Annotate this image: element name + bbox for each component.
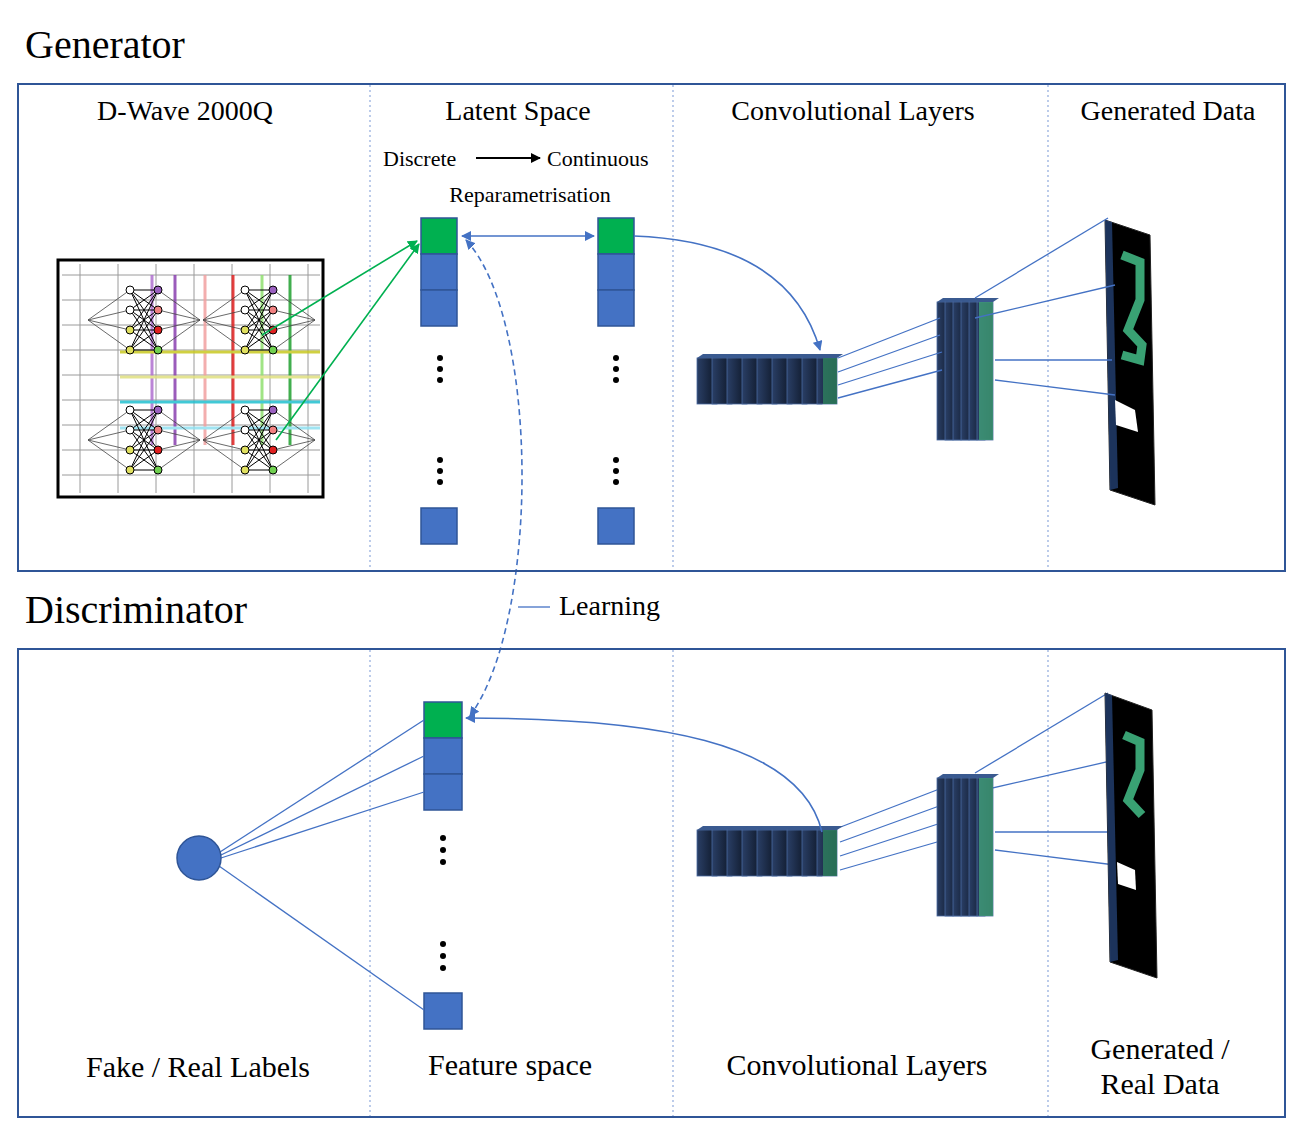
column-dividers bbox=[370, 85, 1048, 1116]
sample-arrow bbox=[262, 241, 417, 335]
text-label: Generated / Real Data bbox=[1065, 1032, 1255, 1101]
text-label: Learning bbox=[557, 590, 662, 622]
ellipsis-dots bbox=[437, 355, 619, 971]
text-label: Fake / Real Labels bbox=[86, 1050, 310, 1085]
output-lines bbox=[219, 720, 424, 1010]
text-label: Latent Space bbox=[445, 95, 590, 127]
text-label: Feature space bbox=[428, 1048, 592, 1083]
conv-block bbox=[697, 693, 1157, 978]
feature-vector bbox=[424, 702, 462, 1029]
latent-vector bbox=[421, 218, 634, 544]
conv-connectors bbox=[838, 218, 1115, 870]
learning-arrow bbox=[466, 240, 522, 716]
panel-box: Generator bbox=[17, 83, 1286, 572]
feature-arrow bbox=[466, 718, 822, 832]
text-label: Convolutional Layers bbox=[727, 1048, 988, 1083]
text-label: Continuous bbox=[547, 146, 648, 171]
input-arrow bbox=[634, 236, 820, 350]
discrete-arrow bbox=[476, 157, 540, 159]
leader-line bbox=[518, 606, 550, 607]
conv-block bbox=[697, 220, 1155, 505]
panel-title: Discriminator bbox=[25, 586, 247, 633]
reparam-arrow bbox=[462, 235, 594, 237]
output-neuron bbox=[177, 836, 221, 880]
panel-title: Generator bbox=[25, 21, 185, 68]
sample-arrow bbox=[276, 244, 419, 440]
text-label: Discrete bbox=[383, 146, 456, 171]
text-label: Generated Data bbox=[1081, 95, 1256, 127]
text-label: Reparametrisation bbox=[449, 182, 610, 207]
text-label: Convolutional Layers bbox=[731, 95, 974, 127]
text-label: D-Wave 2000Q bbox=[97, 95, 273, 127]
chimera-graph bbox=[58, 260, 323, 497]
